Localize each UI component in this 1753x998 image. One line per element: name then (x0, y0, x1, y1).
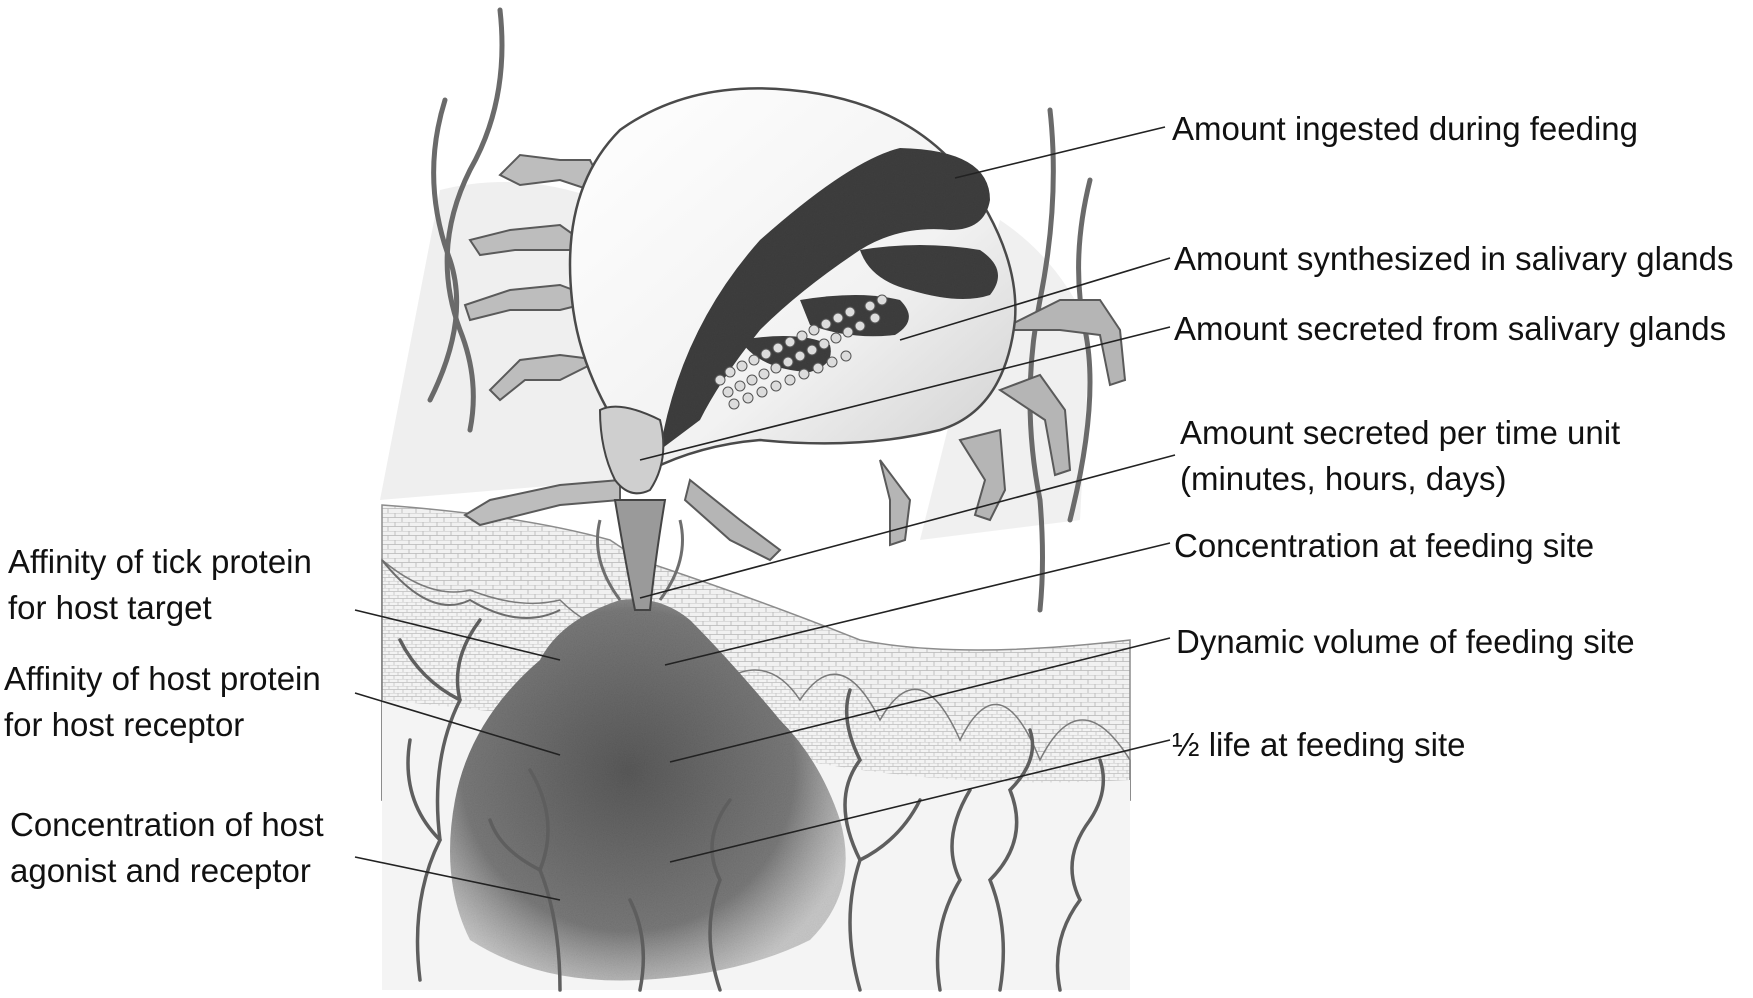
tick-legs-left (463, 153, 621, 527)
leader-secreted-time (639, 454, 1176, 599)
label-amount-ingested: Amount ingested during feeding (1172, 110, 1638, 147)
leader-concentration-host (354, 856, 561, 901)
leader-lines (354, 126, 1176, 901)
label-half-life: ½ life at feeding site (1172, 726, 1466, 763)
feeding-site-pool (450, 599, 846, 981)
leader-concentration-site (664, 542, 1171, 666)
leader-affinity-host (354, 692, 561, 756)
leader-ingested (954, 126, 1166, 179)
salivary-glands (714, 294, 888, 410)
background-shading (380, 182, 1090, 540)
label-amount-secreted-per-time: Amount secreted per time unit (minutes, … (1180, 414, 1621, 497)
leader-secreted-glands (639, 326, 1171, 461)
label-concentration-feeding-site: Concentration at feeding site (1174, 527, 1595, 564)
tick-legs-right (683, 299, 1127, 562)
leader-half-life (669, 739, 1171, 863)
leader-synthesized (899, 257, 1171, 341)
label-amount-synthesized: Amount synthesized in salivary glands (1174, 240, 1734, 277)
tick-mouthparts (596, 405, 684, 611)
label-amount-secreted-glands: Amount secreted from salivary glands (1174, 310, 1727, 347)
label-affinity-host-protein: Affinity of host protein for host recept… (4, 660, 321, 743)
leader-affinity-tick (354, 609, 561, 661)
label-concentration-host-agonist: Concentration of host agonist and recept… (10, 806, 324, 889)
label-dynamic-volume: Dynamic volume of feeding site (1176, 623, 1635, 660)
leader-dynamic-volume (669, 637, 1171, 763)
label-affinity-tick-protein: Affinity of tick protein for host target (8, 543, 312, 626)
